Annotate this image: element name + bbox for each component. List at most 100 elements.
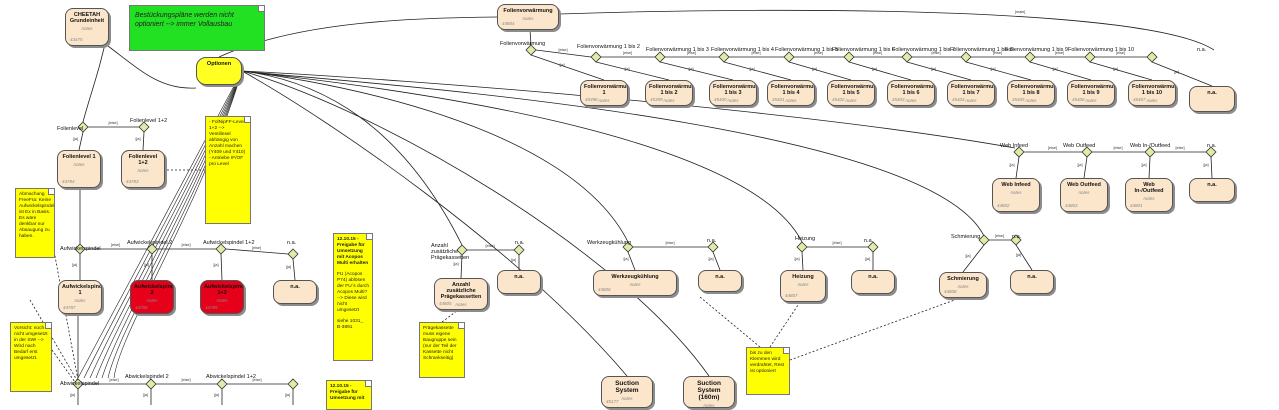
block-notes: notes	[845, 98, 857, 103]
edge-label-ja: [ja]	[1141, 163, 1147, 167]
decision-diamond-folienvorw-rmung-1-bis-7[interactable]	[901, 51, 913, 63]
block-title: Suction System	[615, 380, 639, 394]
block-notes: notes	[455, 302, 467, 307]
edge-label-ja: [ja]	[72, 262, 78, 267]
decision-label: Folienlevel	[57, 126, 84, 132]
edge-label-ja: [ja]	[872, 66, 878, 71]
block-praegna[interactable]: n.a.	[497, 270, 541, 294]
block-id: 44787	[63, 305, 76, 310]
decision-diamond-folienvorw-rmung-1-bis-2[interactable]	[590, 51, 602, 63]
edge-label-else: [else]	[1048, 146, 1058, 150]
decision-diamond-folienvorw-rmung-1-bis-10[interactable]	[1084, 51, 1096, 63]
decision-label: n.a.	[1197, 47, 1207, 53]
note-note-green: Bestückungspläne werden nicht optioniert…	[129, 5, 265, 51]
decision-diamond-n-a-[interactable]	[287, 248, 299, 260]
decision-diamond-abwickelspindel-2[interactable]	[145, 378, 157, 390]
decision-diamond-d-abna[interactable]	[287, 378, 299, 390]
edge-label-ja: [ja]	[990, 66, 996, 71]
block-title: Folienvorwärmung 1 bis 2	[649, 84, 692, 96]
edge-label-ja: [ja]	[143, 393, 149, 397]
decision-diamond-heizung[interactable]	[796, 241, 808, 253]
edge-label-else: [else]	[1055, 51, 1065, 55]
edge-label-ja: [ja]	[623, 256, 629, 261]
edge-label-else: [else]	[111, 243, 121, 247]
decision-diamond-n-a-[interactable]	[513, 244, 525, 256]
block-title: Folienlevel 1+2	[128, 154, 158, 166]
block-title: CHEETAH Grundeinheit	[69, 12, 105, 24]
block-id: 44786	[135, 305, 148, 310]
block-notes: notes	[905, 98, 917, 103]
note-text: bis zu den Klemmen wird verdrahtet, Rest…	[750, 351, 785, 374]
block-werkzeugna[interactable]: n.a.	[698, 270, 742, 292]
decision-diamond-folienvorw-rmung-1-bis-4[interactable]	[718, 51, 730, 63]
block-id: 44804	[502, 21, 515, 26]
decision-diamond-n-a-[interactable]	[1146, 51, 1158, 63]
decision-diamond-folienvorw-rmung-1-bis-6[interactable]	[843, 51, 855, 63]
decision-label: n.a.	[515, 240, 525, 246]
block-notes: notes	[629, 282, 641, 287]
block-title: Folienvorwärmung 1 bis 6	[891, 84, 934, 96]
block-id: 45405	[1012, 97, 1025, 102]
block-notes: notes	[1025, 98, 1037, 103]
block-id: 45399	[650, 97, 663, 102]
decision-diamond-folienvorw-rmung-1-bis-3[interactable]	[654, 51, 666, 63]
decision-label: Schmierung	[951, 234, 981, 240]
block-webna[interactable]: n.a.	[1189, 178, 1235, 202]
block-fvna[interactable]: n.a.	[1189, 86, 1235, 112]
note-note-vorsicht: Vorsicht: noch nicht umgesetzt in der SW…	[10, 322, 52, 392]
edge-label-ja: [ja]	[135, 136, 141, 141]
block-title: Folienlevel 1	[62, 154, 96, 160]
note-link	[789, 297, 961, 361]
note-note-klemmen: bis zu den Klemmen wird verdrahtet, Rest…	[746, 347, 790, 395]
drop-edge	[962, 244, 985, 273]
block-optionen[interactable]: Optionen	[196, 57, 242, 85]
edge-label-ja: [ja]	[688, 66, 694, 71]
block-heizungna[interactable]: n.a.	[851, 270, 895, 294]
block-id: 44784	[62, 179, 75, 184]
drop-edge	[965, 61, 1032, 81]
decision-diamond-folienvorw-rmung-1-bis-9[interactable]	[1024, 51, 1036, 63]
block-id: 45403	[892, 97, 905, 102]
block-suction160[interactable]: Suction System (160m)notes	[683, 376, 735, 408]
decision-diamond-folienvorw-rmung-1-bis-8[interactable]	[960, 51, 972, 63]
edge-label-else: [else]	[485, 244, 495, 248]
block-title: Web Infeed	[1001, 182, 1031, 188]
decision-diamond-folienvorw-rmung-1-bis-5[interactable]	[783, 51, 795, 63]
drop-edge	[848, 61, 912, 81]
decision-diamond-abwickelspindel-1-2[interactable]	[216, 378, 228, 390]
block-title: Folienvorwärmung	[503, 8, 553, 14]
block-notes: notes	[1078, 190, 1090, 195]
note-note-praeg: Prägekassette muss eigene Baugruppe sein…	[419, 322, 465, 378]
block-title: n.a.	[868, 274, 878, 280]
decision-diamond-schmierung[interactable]	[978, 234, 990, 246]
decision-label: Web In-/Outfeed	[1130, 143, 1171, 149]
edge-label-ja: [ja]	[1077, 163, 1083, 167]
block-awna[interactable]: n.a.	[273, 280, 317, 304]
block-schmierungna[interactable]: n.a.	[1010, 270, 1054, 294]
